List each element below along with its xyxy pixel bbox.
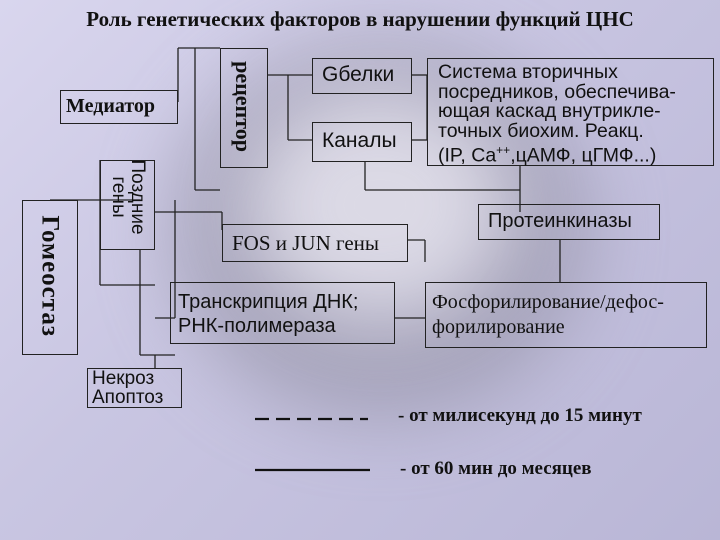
legend-dashed-text: - от милисекунд до 15 минут [398, 405, 642, 426]
necrosis-text: Некроз Апоптоз [92, 369, 163, 407]
receptor-box [220, 48, 268, 168]
channels-box [312, 122, 412, 162]
second-messengers-line: точных биохим. Реакц. [438, 119, 644, 142]
late-genes-label: Поздние гены [108, 152, 148, 242]
homeostasis-box [22, 200, 78, 355]
second-messengers-text: Система вторичных посредников, обеспечив… [438, 61, 676, 167]
phosphorylation-line: Фосфорилирование/дефос- [432, 291, 664, 313]
legend-solid-text: - от 60 мин до месяцев [400, 458, 592, 479]
fos-jun-label: FOS и JUN гены [232, 231, 380, 255]
phosphorylation-box [425, 282, 707, 348]
receptor-label: рецептор [231, 61, 257, 152]
second-messengers-line: посредников, обеспечива- [438, 80, 676, 103]
homeostasis-label: Гомеостаз [36, 215, 64, 337]
late-genes-line: гены [108, 176, 129, 218]
second-messengers-line: ющая каскад внутрикле- [438, 100, 661, 122]
protein-kinases-box [478, 204, 660, 240]
mediator-box [60, 90, 178, 124]
gproteins-label: Gбелки [322, 63, 395, 86]
necrosis-box [87, 368, 182, 408]
gproteins-box [312, 58, 412, 94]
second-messengers-box [427, 58, 714, 166]
necrosis-line: Некроз [92, 368, 155, 389]
transcription-line: РНК-полимераза [178, 315, 336, 337]
transcription-box [170, 282, 395, 344]
mediator-label: Медиатор [66, 95, 156, 117]
transcription-text: Транскрипция ДНК; РНК-полимераза [178, 290, 358, 338]
phosphorylation-text: Фосфорилирование/дефос- форилирование [432, 290, 664, 340]
late-genes-box [100, 160, 155, 250]
fos-jun-box [222, 224, 408, 262]
necrosis-line: Апоптоз [92, 387, 164, 408]
late-genes-line: Поздние [127, 159, 148, 235]
second-messengers-line: (IP, Ca++,цАМФ, цГМФ...) [438, 143, 657, 167]
page-title: Роль генетических факторов в нарушении ф… [86, 7, 634, 31]
transcription-line: Транскрипция ДНК; [178, 291, 359, 313]
phosphorylation-line: форилирование [432, 316, 565, 338]
protein-kinases-label: Протеинкиназы [488, 210, 632, 232]
channels-label: Каналы [322, 129, 397, 152]
second-messengers-line: Система вторичных [438, 61, 618, 83]
